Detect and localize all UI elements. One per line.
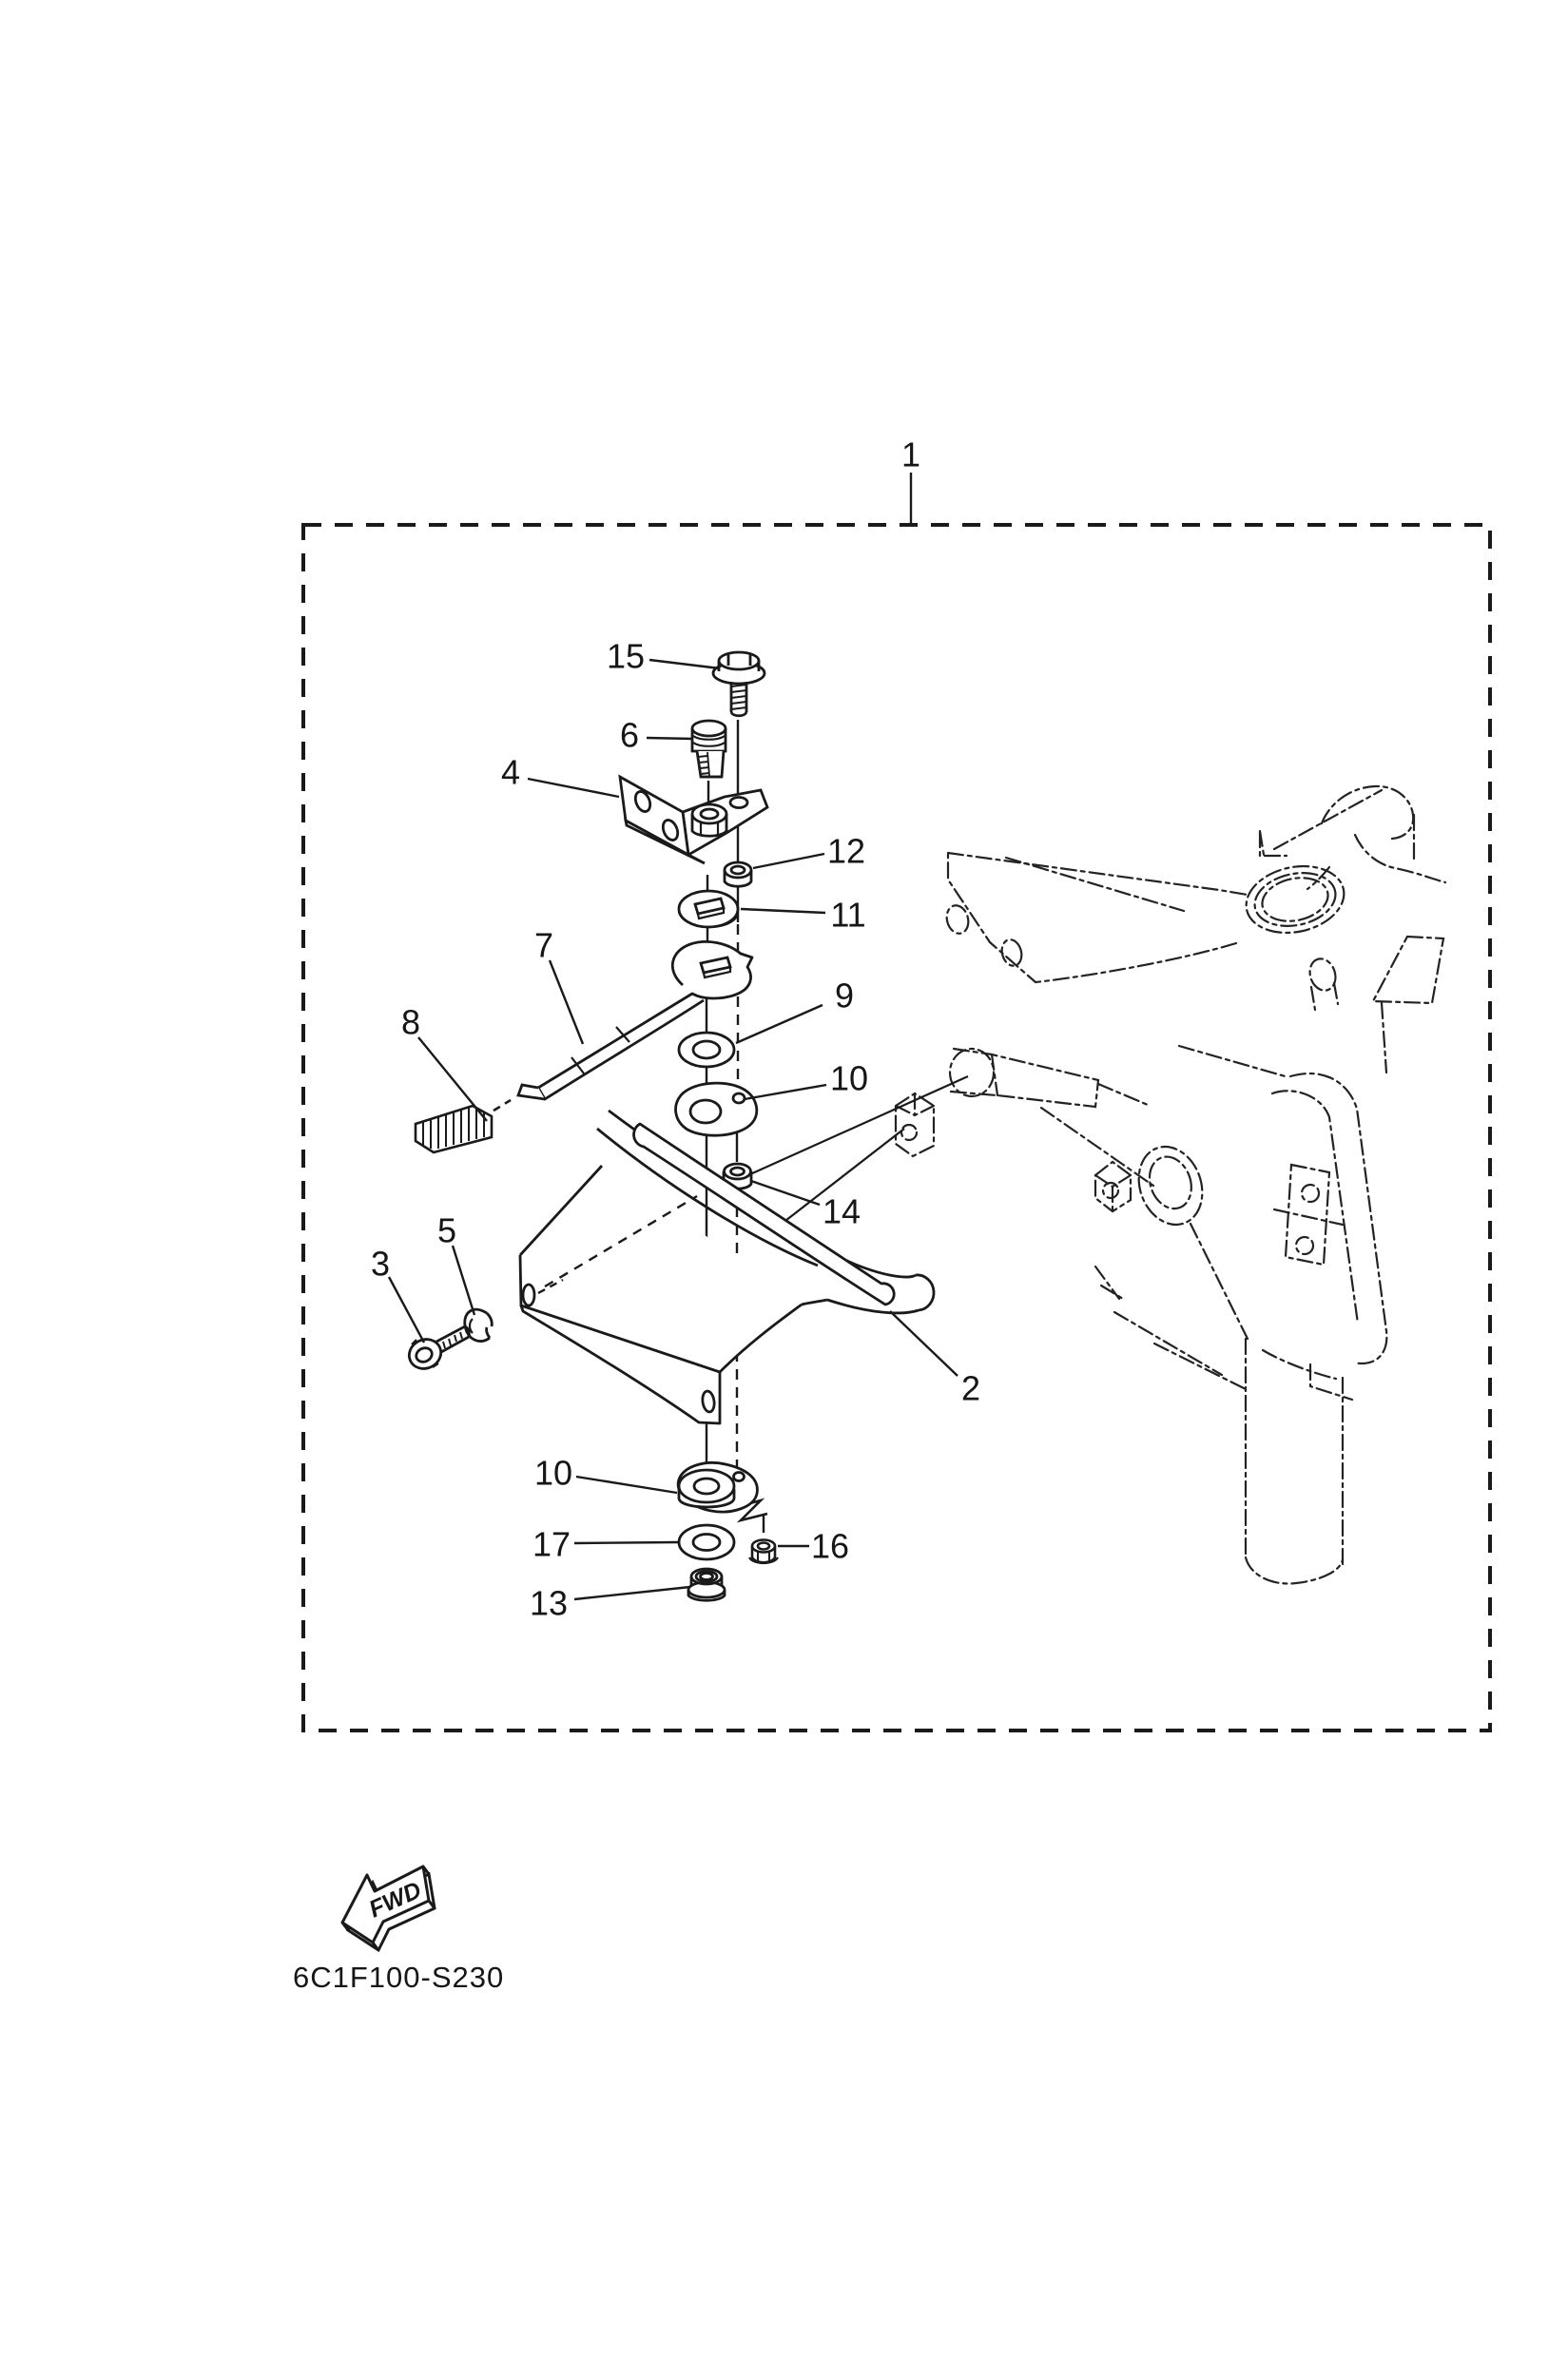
friction-bracket-2: [518, 1109, 936, 1425]
callouts: 1 15 6 4 12 11 7 8 9 10 14 5 3 2 10 17 13 16: [371, 435, 980, 1623]
callout-leader: [548, 959, 585, 1045]
e-clip-5: [463, 1307, 494, 1343]
callout-label-6: 6: [620, 716, 639, 755]
callout-leader: [573, 1540, 679, 1545]
callout-label-3: 3: [371, 1245, 390, 1284]
callout-label-5: 5: [437, 1211, 456, 1250]
callout-label-1: 1: [901, 435, 920, 474]
callout-leader: [750, 1179, 821, 1207]
nut-13: [687, 1567, 726, 1602]
callout-leader: [752, 852, 825, 870]
bolt-15: [711, 650, 766, 718]
plate-washer-10-lower: [676, 1461, 759, 1514]
callout-label-15: 15: [607, 637, 645, 676]
bushing-12: [723, 860, 753, 888]
callout-leader: [646, 736, 694, 741]
swivel-bracket-assembly: [894, 784, 1447, 1585]
fwd-arrow: FWD: [340, 1865, 436, 1953]
callout-label-11: 11: [830, 896, 865, 935]
callout-label-10: 10: [534, 1454, 572, 1493]
callout-leader: [648, 658, 721, 670]
callout-leader: [740, 907, 826, 915]
plate-washer-10-upper: [674, 1081, 759, 1137]
callout-leader: [451, 1245, 476, 1316]
callout-label-7: 7: [534, 926, 553, 965]
assembly-reference-lines: [749, 1074, 969, 1231]
callout-label-12: 12: [827, 832, 865, 871]
nut-16: [748, 1538, 779, 1565]
callout-leader: [889, 1310, 958, 1377]
callout-leader: [735, 1003, 823, 1045]
callout-leader: [387, 1276, 426, 1344]
callout-label-17: 17: [532, 1525, 571, 1564]
callout-leader: [744, 1083, 827, 1101]
dashed-boundary: [301, 523, 1492, 1732]
callout-leader: [527, 777, 620, 799]
friction-lever-7: [516, 940, 754, 1101]
callout-label-9: 9: [835, 976, 854, 1015]
bracket-4: [618, 774, 769, 865]
washer-11: [677, 889, 740, 929]
drawing-code: 6C1F100-S230: [293, 1961, 504, 1994]
washer-9: [677, 1031, 736, 1069]
callout-leader: [417, 1036, 488, 1122]
callout-label-13: 13: [530, 1584, 568, 1623]
pin-6: [690, 719, 727, 779]
callout-leader: [575, 1475, 678, 1495]
callout-label-14: 14: [823, 1192, 861, 1231]
callout-label-10: 10: [830, 1059, 868, 1098]
bolt-3: [407, 1325, 471, 1370]
callout-label-4: 4: [501, 753, 520, 792]
grip-8: [414, 1098, 512, 1154]
callout-label-8: 8: [401, 1003, 420, 1042]
callout-label-16: 16: [811, 1527, 849, 1566]
washer-17: [677, 1523, 736, 1561]
callout-label-2: 2: [961, 1369, 980, 1408]
callout-leader: [573, 1585, 691, 1601]
